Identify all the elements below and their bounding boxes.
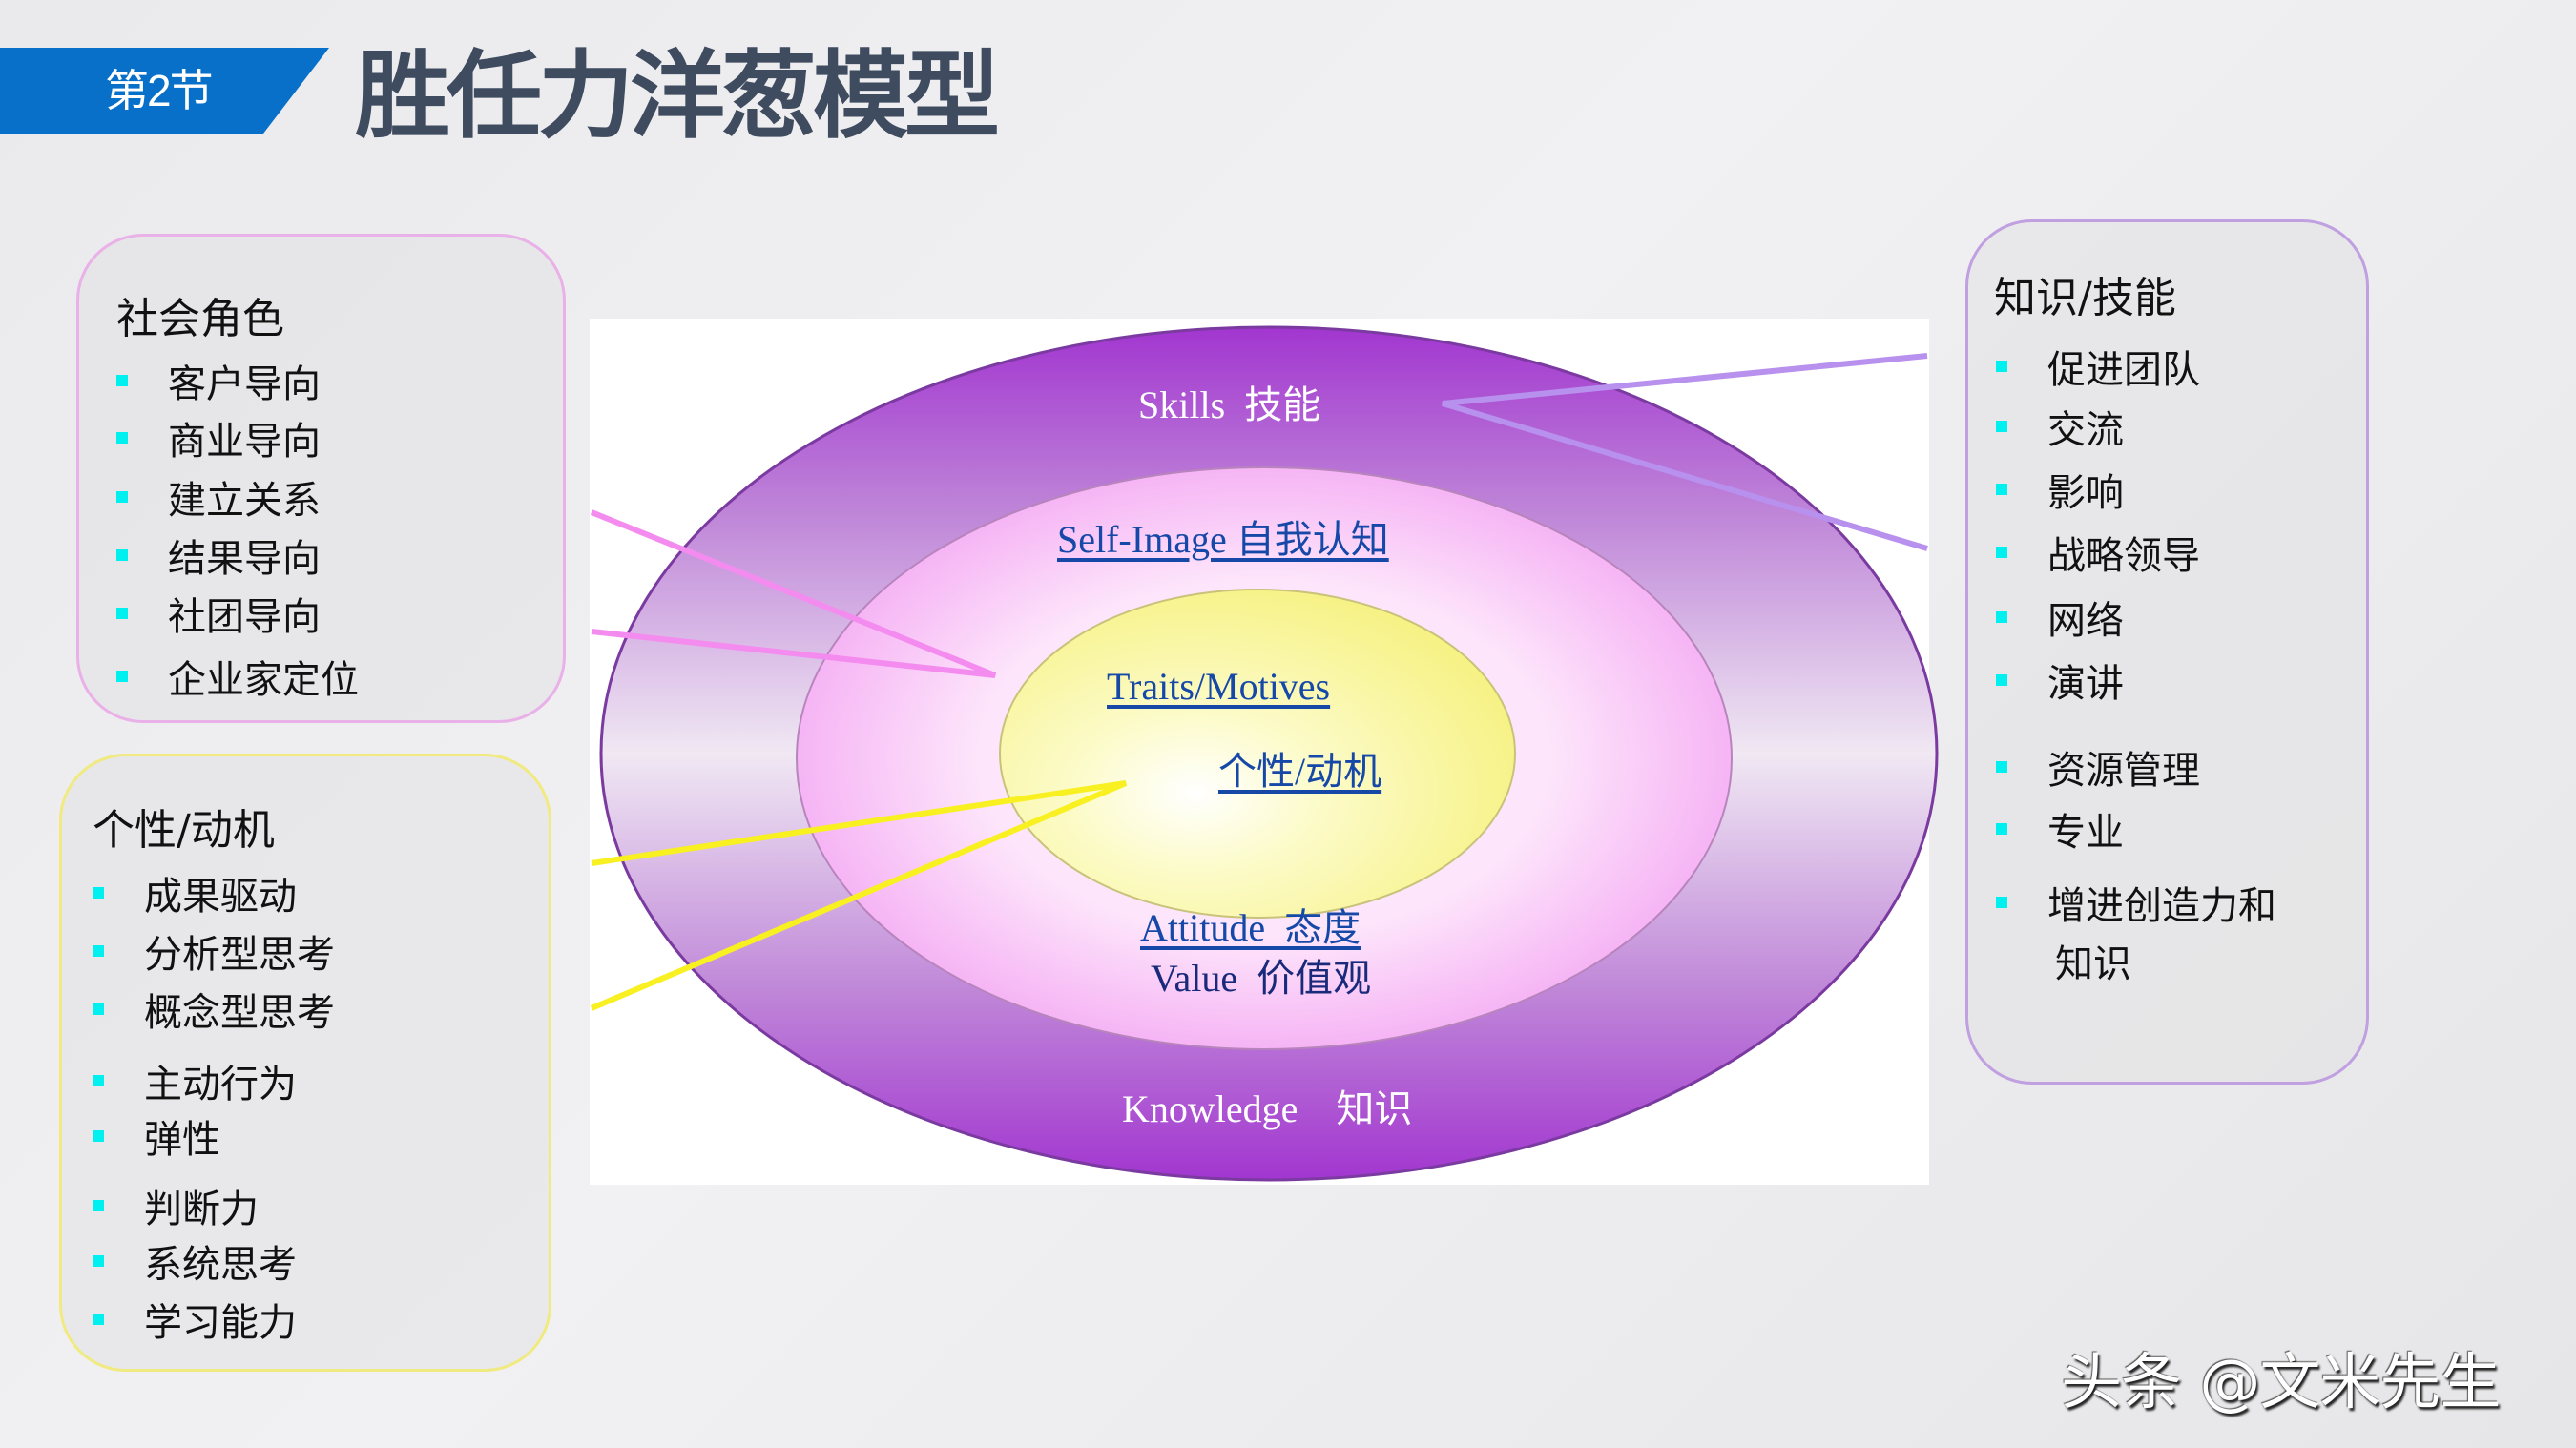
connector-knowledge-skills (1442, 353, 1928, 551)
square-bullet-icon (116, 375, 128, 386)
list-item: 系统思考 (93, 1233, 297, 1289)
list-item: 企业家定位 (116, 649, 359, 704)
square-bullet-icon (1996, 547, 2007, 558)
square-bullet-icon (116, 491, 128, 503)
skills-label: Skills 技能 (1138, 383, 1321, 426)
list-item: 商业导向 (116, 410, 321, 465)
list-item: 交流 (1996, 399, 2124, 454)
list-item: 判断力 (93, 1178, 259, 1233)
list-item: 影响 (1996, 462, 2124, 517)
square-bullet-icon (93, 1130, 104, 1142)
square-bullet-icon (116, 671, 128, 682)
page-title: 胜任力洋葱模型 (355, 40, 1000, 152)
list-item: 网络 (1996, 590, 2124, 645)
knowledge-skills-heading: 知识/技能 (1994, 274, 2176, 322)
section-badge-label: 第2节 (105, 66, 214, 115)
square-bullet-icon (1996, 611, 2007, 623)
watermark: 头条 @文米先生 (2061, 1348, 2501, 1418)
list-item: 学习能力 (93, 1292, 297, 1347)
square-bullet-icon (116, 549, 128, 561)
square-bullet-icon (93, 1200, 104, 1211)
list-item: 分析型思考 (93, 923, 335, 979)
core-traits-motives (999, 589, 1516, 919)
attitude-label[interactable]: Attitude 态度 (1140, 906, 1361, 949)
square-bullet-icon (1996, 421, 2007, 432)
connector-social-role (590, 509, 997, 678)
connector-traits (590, 780, 1128, 1011)
list-item: 客户导向 (116, 353, 321, 408)
social-role-box (76, 234, 566, 723)
list-item: 主动行为 (93, 1053, 297, 1108)
list-item: 成果驱动 (93, 865, 297, 921)
traits-motives-heading: 个性/动机 (93, 806, 275, 855)
traits-motives-label[interactable]: Traits/Motives (1107, 665, 1331, 708)
list-item: 演讲 (1996, 652, 2124, 708)
list-item-continuation: 知识 (2055, 942, 2131, 986)
square-bullet-icon (116, 432, 128, 444)
square-bullet-icon (1996, 897, 2007, 908)
self-image-label[interactable]: Self-Image 自我认知 (1057, 518, 1389, 561)
traits-motives-box (59, 754, 551, 1372)
list-item: 专业 (1996, 801, 2124, 857)
value-label: Value 价值观 (1151, 957, 1372, 1000)
list-item: 弹性 (93, 1108, 220, 1164)
square-bullet-icon (1996, 761, 2007, 773)
square-bullet-icon (93, 1255, 104, 1267)
social-role-heading: 社会角色 (116, 295, 284, 343)
knowledge-skills-box (1965, 219, 2369, 1085)
traits-motives-zh-label[interactable]: 个性/动机 (1218, 750, 1382, 793)
knowledge-label: Knowledge 知识 (1122, 1087, 1413, 1130)
square-bullet-icon (116, 608, 128, 619)
list-item: 促进团队 (1996, 339, 2200, 394)
square-bullet-icon (93, 1075, 104, 1086)
square-bullet-icon (1996, 823, 2007, 835)
list-item: 结果导向 (116, 527, 321, 583)
square-bullet-icon (93, 1314, 104, 1325)
list-item: 建立关系 (116, 469, 321, 525)
list-item: 资源管理 (1996, 739, 2200, 795)
list-item: 概念型思考 (93, 982, 335, 1037)
section-badge (0, 48, 329, 134)
list-item: 战略领导 (1996, 525, 2200, 580)
square-bullet-icon (1996, 361, 2007, 372)
list-item: 社团导向 (116, 586, 321, 641)
square-bullet-icon (93, 945, 104, 957)
square-bullet-icon (1996, 484, 2007, 495)
square-bullet-icon (93, 887, 104, 899)
square-bullet-icon (1996, 674, 2007, 686)
list-item: 增进创造力和 (1996, 875, 2276, 930)
square-bullet-icon (93, 1003, 104, 1015)
